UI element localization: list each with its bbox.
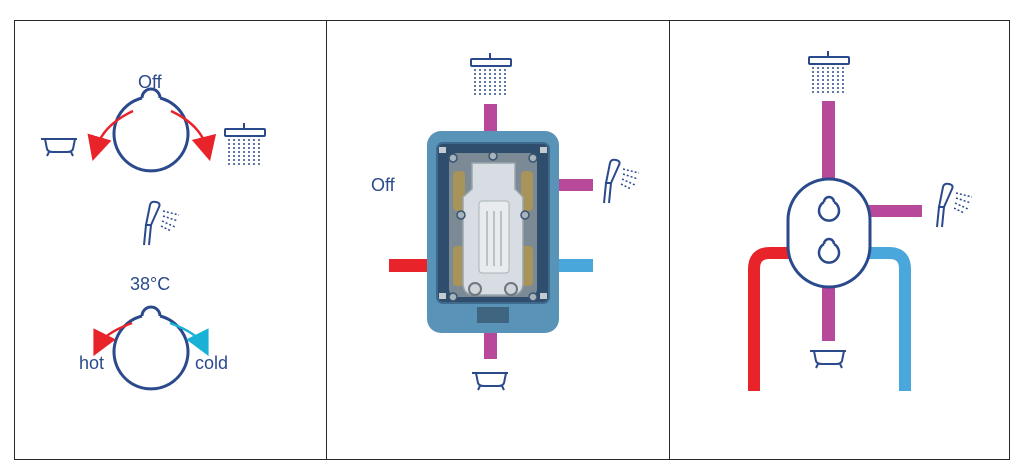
hand-shower-icon — [936, 182, 973, 228]
dial-function-panel: Off 38°C hot cold — [15, 21, 326, 459]
arrow-to-bath — [87, 109, 134, 161]
shower-head-icon — [224, 123, 266, 165]
hand-shower-icon — [143, 200, 180, 246]
arrow-to-cold — [169, 321, 209, 357]
box-off-label: Off — [371, 175, 395, 195]
cold-supply-pipe — [865, 247, 911, 391]
mixed-outlet-side-pipe — [866, 205, 922, 217]
hand-shower-icon — [603, 158, 640, 204]
mixed-outlet-top-pipe — [822, 101, 835, 191]
cold-label: cold — [195, 353, 229, 373]
panel-divider-1 — [326, 20, 327, 460]
shower-head-icon — [808, 51, 850, 93]
mixed-outlet-bottom-pipe — [484, 329, 497, 359]
diverter-dial — [112, 87, 190, 173]
diagram-frame — [14, 20, 1010, 460]
bathtub-icon — [41, 138, 77, 157]
panel-divider-2 — [669, 20, 670, 460]
thermostat-dial — [112, 305, 190, 391]
schematic-panel — [670, 21, 1010, 459]
bathtub-icon — [810, 350, 846, 369]
arrow-to-hot — [93, 321, 133, 357]
dial-off-label: Off — [138, 72, 162, 92]
mixing-valve-box — [427, 131, 559, 333]
hot-label: hot — [79, 353, 105, 373]
hot-inlet-pipe — [389, 259, 429, 272]
thermostatic-valve — [786, 177, 872, 289]
cold-inlet-pipe — [555, 259, 593, 272]
mixing-box-panel: Off — [327, 21, 669, 459]
hot-supply-pipe — [748, 247, 795, 391]
mixed-outlet-bottom-pipe — [822, 283, 835, 341]
arrow-to-shower — [170, 109, 217, 162]
bathtub-icon — [472, 372, 508, 391]
dial-temperature-label: 38°C — [130, 274, 171, 294]
shower-head-icon — [470, 53, 512, 95]
mixed-outlet-side-pipe — [555, 179, 593, 191]
mixed-outlet-top-pipe — [484, 104, 497, 132]
